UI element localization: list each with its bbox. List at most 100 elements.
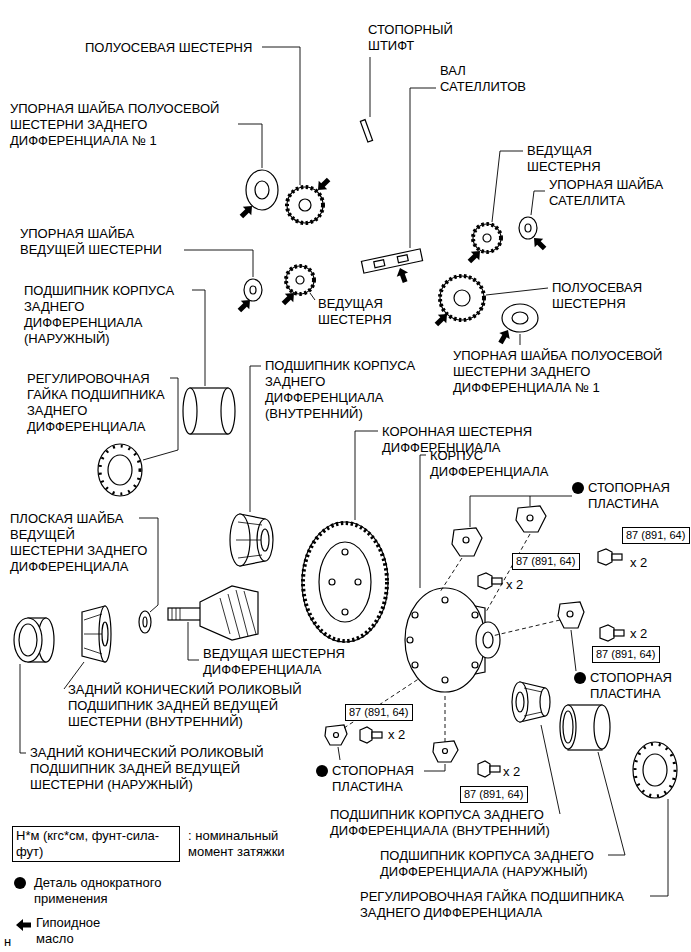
leader-line [650,799,668,896]
differential-case [442,677,448,683]
lock-plate [463,537,469,543]
adjusting-nut [98,444,142,496]
torque-box: 87 (891, 64) [345,704,413,721]
torque-value: 87 (891, 64) [596,648,656,661]
drive-pinion [168,608,202,620]
lock-plate [558,602,584,628]
adjusting-nut [100,446,140,494]
side-gear [440,276,484,320]
pinion-gear [473,224,501,252]
pinion-gear [286,266,314,294]
leader-line [188,622,199,660]
flat-washer [139,611,151,633]
leader-line [139,518,158,612]
single-use-mark [316,765,328,777]
tapered-bearing [82,606,111,662]
leader-line [486,288,548,295]
legend-text: Деталь однократного применения [34,875,184,907]
part-label: ПЛОСКАЯ ШАЙБА ВЕДУЩЕЙ ШЕСТЕРНИ ЗАДНЕГО Д… [10,511,150,575]
single-use-mark [574,672,586,684]
hypoid-oil-arrow [314,175,333,194]
part-label: СТОПОРНАЯ ПЛАСТИНА [332,763,427,795]
assembly-line [445,694,446,742]
bolt [614,630,624,636]
differential-case [405,588,485,692]
bearing-cup [594,705,610,749]
differential-case [472,612,478,618]
pinion-washer [525,224,531,232]
lock-plate [516,506,546,532]
ring-gear [342,609,348,615]
assembly-line [486,534,530,612]
lock-plate [567,611,573,617]
single-use-mark [14,877,26,889]
part-label: СТОПОРНЫЙ ШТИФТ [368,22,463,54]
part-label: УПОРНАЯ ШАЙБА САТЕЛЛИТА [549,177,684,209]
hypoid-oil-arrow [495,327,513,346]
torque-box: 87 (891, 64) [622,527,690,544]
lock-plate [443,749,448,754]
part-label: СТОПОРНАЯ ПЛАСТИНА [590,670,685,702]
part-label: ЗАДНИЙ КОНИЧЕСКИЙ РОЛИКОВЫЙ ПОДШИПНИК ЗА… [68,682,323,730]
legend-text: : номинальный момент затяжки [188,828,303,860]
stop-pin [360,120,372,142]
lock-plate [527,515,533,521]
bearing-cup [19,624,37,656]
differential-case [483,632,493,648]
leader-line [541,725,560,814]
quantity-label: x 2 [630,626,647,642]
bearing-cup [14,618,42,662]
drive-pinion [220,590,256,638]
leader-line [310,293,315,300]
bolt [492,578,502,584]
drive-pinion [172,608,180,620]
tapered-bearing [84,614,102,654]
bearing-cup [560,705,576,749]
side-gear-washer [255,181,269,199]
figure-code: н [4,934,11,950]
pinion-washer [244,279,262,301]
adjusting-nut [635,744,675,796]
side-gear-washer [512,312,528,324]
side-gear-washer [246,170,278,210]
pinion-washer [250,286,256,294]
leader-line [238,124,262,168]
quantity-label: x 2 [506,577,523,593]
part-label: ВЕДУЩАЯ ШЕСТЕРНЯ [318,296,408,328]
part-label: ВЕДУЩАЯ ШЕСТЕРНЯ [527,143,622,175]
ring-gear [342,549,348,555]
hypoid-oil-arrow [279,289,298,308]
side-gear-washer [246,170,278,210]
part-label: ПОДШИПНИК КОРПУСА ЗАДНЕГО ДИФФЕРЕНЦИАЛА … [330,807,585,839]
stop-pin [360,120,372,142]
pinion-gear [286,266,314,294]
hypoid-oil-arrow [530,234,549,253]
part-label: ПОЛУОСЕВАЯ ШЕСТЕРНЯ [85,40,285,56]
torque-value: 87 (891, 64) [626,529,686,542]
differential-case [476,622,500,658]
hypoid-oil-arrow [237,202,256,221]
side-gear [299,199,311,211]
ring-gear [355,579,361,585]
pinion-washer [519,217,537,239]
leader-line [370,57,371,117]
part-label: РЕГУЛИРОВОЧНАЯ ГАЙКА ПОДШИПНИКА ЗАДНЕГО … [360,889,660,921]
pinion-washer [244,279,262,301]
part-label: КОРПУС ДИФФЕРЕНЦИАЛА [430,448,560,480]
flat-washer [139,611,151,633]
torque-box: 87 (891, 64) [592,646,660,663]
bearing-cup [183,388,197,434]
part-label: ПОДШИПНИК КОРПУСА ЗАДНЕГО ДИФФЕРЕНЦИАЛА … [265,358,425,422]
part-label: ПОДШИПНИК КОРПУСА ЗАДНЕГО ДИФФЕРЕНЦИАЛА … [380,848,625,880]
side-gear [454,290,470,306]
adjusting-nut [633,742,677,798]
torque-value: 87 (891, 64) [464,788,524,801]
ring-gear [303,523,387,641]
bearing-cup [560,705,610,750]
leader-line [598,752,625,855]
tapered-bearing [512,682,550,722]
torque-value: 87 (891, 64) [516,555,576,568]
leader-line [424,764,445,771]
single-use-mark [572,482,584,494]
